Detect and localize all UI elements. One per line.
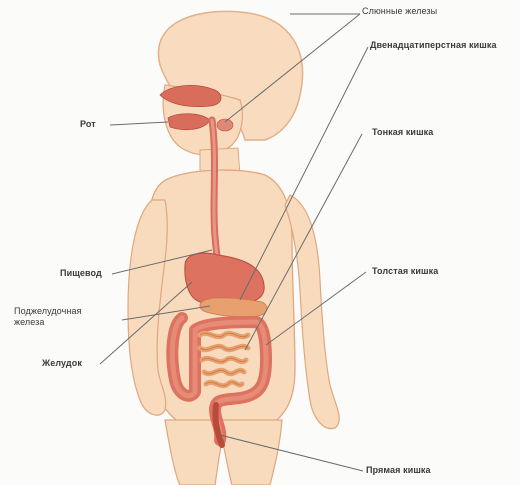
label-rectum: Прямая кишка — [366, 465, 431, 476]
label-small-intestine: Тонкая кишка — [372, 127, 433, 138]
label-mouth: Рот — [80, 119, 96, 130]
label-salivary-glands: Слюнные железы — [362, 6, 437, 17]
label-esophagus: Пищевод — [60, 268, 102, 279]
label-large-intestine: Толстая кишка — [372, 266, 438, 277]
salivary-gland-shape — [217, 119, 233, 131]
label-pancreas: Поджелудочная железа — [14, 306, 104, 328]
label-stomach: Желудок — [42, 358, 82, 369]
label-duodenum: Двенадцатиперстная кишка — [370, 40, 497, 51]
child-figure — [128, 11, 339, 485]
leader-mouth — [110, 122, 168, 125]
